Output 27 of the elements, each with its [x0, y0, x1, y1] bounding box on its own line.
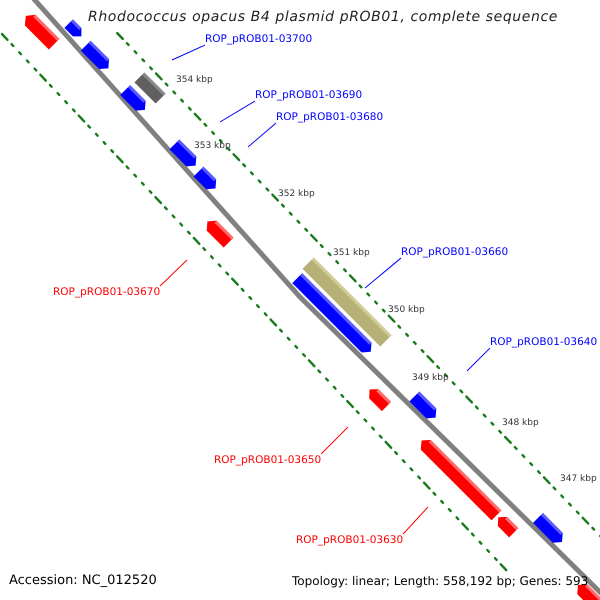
scale-label: 349 kbp — [412, 373, 449, 384]
scale-label: 351 kbp — [333, 248, 370, 258]
gene-label: ROP_pROB01-03700 — [205, 33, 312, 46]
footer-text: Accession: NC_012520 — [9, 574, 157, 589]
gene-label: ROP_pROB01-03630 — [296, 534, 404, 546]
scale-label: 350 kbp — [388, 305, 425, 316]
leader-line — [364, 258, 402, 288]
scale-label: 353 kbp — [194, 141, 231, 152]
gene-label: ROP_pROB01-03670 — [53, 286, 160, 298]
leader-line — [320, 426, 348, 454]
title: Rhodococcus opacus B4 plasmid pROB01, complete sequence — [88, 9, 558, 26]
leader-line — [172, 44, 206, 60]
scale-label: 352 kbp — [278, 189, 315, 200]
scale-label: 348 kbp — [502, 418, 539, 428]
leader-line — [466, 348, 490, 372]
gene-label: ROP_pROB01-03660 — [401, 246, 508, 258]
gene-label: ROP_pROB01-03680 — [276, 111, 384, 124]
leader-line — [220, 100, 256, 122]
leader-line — [402, 506, 428, 534]
leader-line — [160, 260, 188, 286]
gene-label: ROP_pROB01-03690 — [255, 89, 362, 102]
gene-label: ROP_pROB01-03640 — [490, 336, 598, 348]
footer-text: Topology: linear; Length: 558,192 bp; Genes: 593 — [292, 575, 588, 589]
scale-label: 354 kbp — [176, 75, 213, 86]
scale-label: 347 kbp — [560, 474, 597, 484]
leader-line — [248, 122, 276, 148]
gene-label: ROP_pROB01-03650 — [214, 454, 322, 466]
